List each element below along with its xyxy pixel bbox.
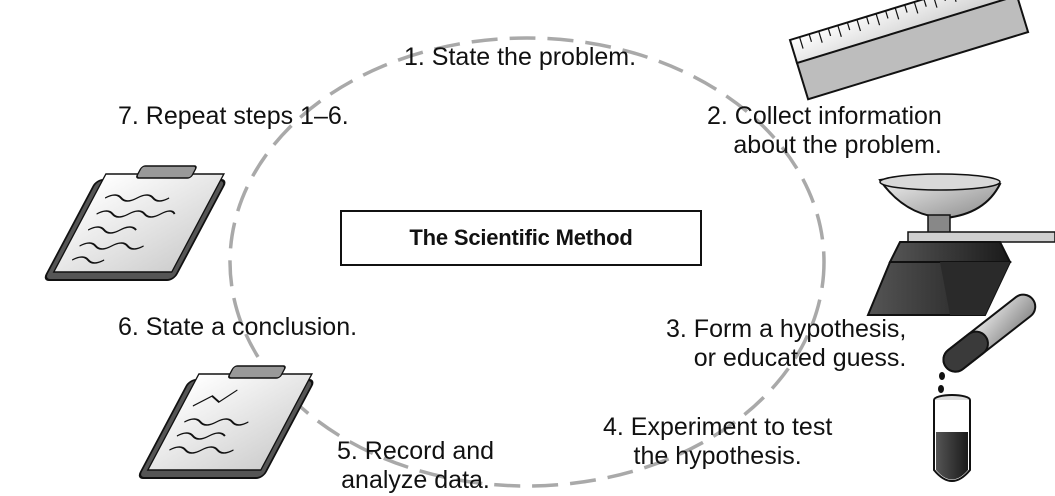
step-7-label: 7. Repeat steps 1–6. (118, 102, 349, 131)
step-4-label: 4. Experiment to test the hypothesis. (603, 413, 832, 471)
pouring-test-tube-icon (942, 293, 1037, 373)
title-box: The Scientific Method (340, 210, 702, 266)
step-2-label: 2. Collect information about the problem… (707, 102, 942, 160)
step-4-line-1: 4. Experiment to test (603, 413, 833, 441)
step-2-line-1: 2. Collect information (707, 102, 942, 130)
step-7-line-1: 7. Repeat steps 1–6. (118, 102, 349, 130)
step-1-label: 1. State the problem. (404, 43, 636, 72)
step-2-line-2: about the problem. (733, 131, 942, 159)
ruler-icon (788, 0, 1030, 101)
step-5-label: 5. Record and analyze data. (337, 437, 494, 495)
step-6-label: 6. State a conclusion. (118, 313, 357, 342)
step-1-line-1: 1. State the problem. (404, 43, 637, 71)
data-clipboard-icon (138, 365, 314, 479)
step-3-line-1: 3. Form a hypothesis, (666, 315, 907, 343)
diagram-title: The Scientific Method (409, 225, 633, 250)
step-4-line-2: the hypothesis. (633, 442, 802, 470)
step-5-line-1: 5. Record and (337, 437, 495, 465)
notes-clipboard-icon (44, 165, 226, 281)
balance-scale-icon (866, 173, 1055, 316)
test-tube-icon (933, 394, 971, 482)
cycle-ellipse (228, 36, 826, 488)
droplet-icon (938, 372, 945, 393)
step-5-line-2: analyze data. (341, 466, 490, 494)
step-3-label: 3. Form a hypothesis, or educated guess. (666, 315, 906, 373)
step-6-line-1: 6. State a conclusion. (118, 313, 358, 341)
step-3-line-2: or educated guess. (693, 344, 907, 372)
